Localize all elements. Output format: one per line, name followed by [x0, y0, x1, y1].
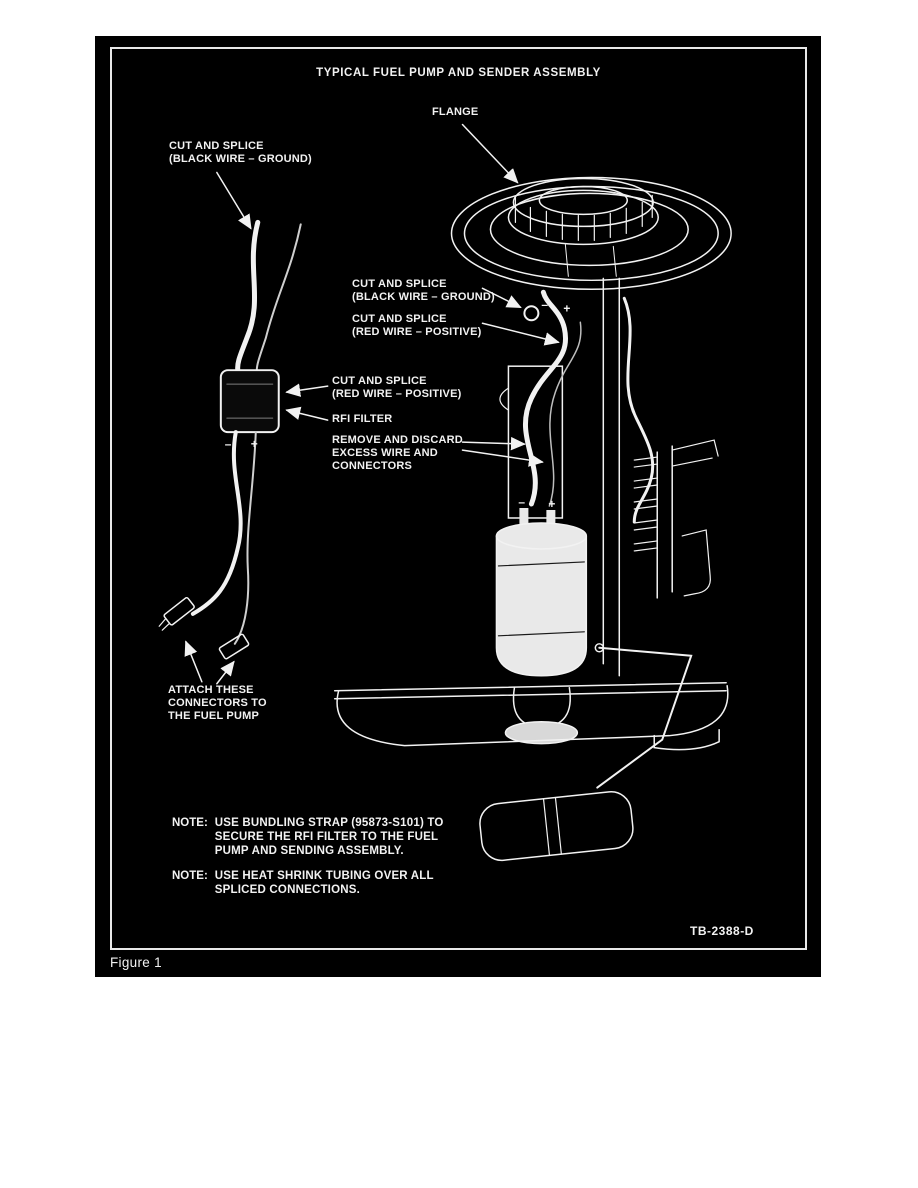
- figure-title: TYPICAL FUEL PUMP AND SENDER ASSEMBLY: [316, 67, 601, 79]
- figure-panel: – + – + – + TYPICAL FUEL PUMP AND SENDER…: [95, 36, 821, 977]
- note-text: USE HEAT SHRINK TUBING OVER ALL SPLICED …: [214, 870, 434, 896]
- drawing-number: TB-2388-D: [690, 924, 754, 938]
- label-remove-discard: REMOVE AND DISCARD EXCESS WIRE AND CONNE…: [332, 434, 463, 472]
- support-tube: [564, 243, 621, 677]
- fuel-pump-connector: [158, 597, 195, 631]
- flange-plus-mark: +: [563, 301, 570, 315]
- leader-arrows: [184, 123, 560, 685]
- fuel-pump-drawing: [495, 507, 588, 745]
- rfi-filter-block: [219, 369, 280, 434]
- pump-minus-mark: –: [518, 495, 525, 509]
- filter-plus-mark: +: [251, 437, 258, 451]
- label-rfi-filter: RFI FILTER: [332, 413, 393, 425]
- note-text: USE BUNDLING STRAP (95873-S101) TO SECUR…: [214, 817, 444, 857]
- pump-plus-mark: +: [548, 497, 555, 511]
- flange-drawing: [450, 176, 732, 291]
- note-heat-shrink: NOTE: USE HEAT SHRINK TUBING OVER ALL SP…: [172, 869, 444, 897]
- label-attach-connectors: ATTACH THESE CONNECTORS TO THE FUEL PUMP: [168, 684, 267, 722]
- note-bundling-strap: NOTE: USE BUNDLING STRAP (95873-S101) TO…: [172, 816, 444, 858]
- pump-housing: [499, 365, 564, 519]
- fuel-pump-connector: [218, 633, 250, 660]
- note-label: NOTE:: [172, 870, 208, 882]
- float-arm: [594, 643, 693, 789]
- float: [479, 791, 634, 862]
- left-wire-assembly: [158, 219, 302, 660]
- notes-block: NOTE: USE BUNDLING STRAP (95873-S101) TO…: [172, 816, 444, 908]
- label-cut-splice-red-filter: CUT AND SPLICE (RED WIRE – POSITIVE): [332, 375, 462, 400]
- label-cut-splice-black-flange: CUT AND SPLICE (BLACK WIRE – GROUND): [352, 278, 495, 303]
- sender-plate: [333, 682, 729, 751]
- label-flange: FLANGE: [432, 106, 479, 118]
- note-label: NOTE:: [172, 817, 208, 829]
- fuel-pump-diagram: – + – + – +: [158, 123, 732, 862]
- label-cut-splice-black-upper: CUT AND SPLICE (BLACK WIRE – GROUND): [169, 140, 312, 165]
- flange-minus-mark: –: [541, 297, 548, 311]
- figure-caption: Figure 1: [110, 955, 162, 970]
- insulator-plate: [633, 439, 719, 599]
- pump-wires: [523, 289, 655, 524]
- filter-minus-mark: –: [225, 437, 232, 451]
- label-cut-splice-red-flange: CUT AND SPLICE (RED WIRE – POSITIVE): [352, 313, 482, 338]
